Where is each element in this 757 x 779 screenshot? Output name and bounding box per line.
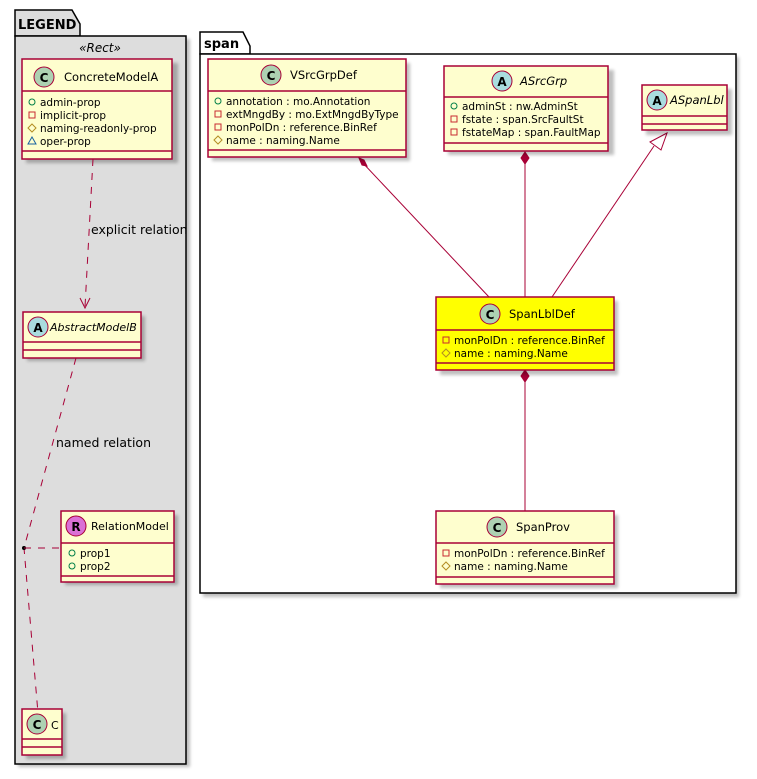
class-asrc-grp[interactable]: A ASrcGrp adminSt : nw.AdminSt fstate : …	[443, 65, 614, 155]
legend-package-tab	[14, 9, 81, 37]
span-package-tab	[199, 31, 251, 55]
svg-text:A: A	[497, 75, 507, 89]
class-concrete-model-a[interactable]: C ConcreteModelA admin-prop implicit-pro…	[21, 58, 178, 163]
attribute: naming-readonly-prop	[40, 123, 157, 135]
class-name: ConcreteModelA	[64, 70, 158, 84]
attribute: name : naming.Name	[226, 135, 340, 147]
attribute: fstate : span.SrcFaultSt	[462, 114, 584, 126]
class-aspan-lbl[interactable]: A ASpanLbl	[641, 84, 732, 135]
legend-package-name: LEGEND	[18, 18, 77, 33]
class-c-icon: C	[33, 66, 55, 88]
span-package-name: span	[204, 37, 239, 52]
svg-text:C: C	[486, 308, 495, 322]
attribute: admin-prop	[40, 97, 101, 109]
legend-stereotype: «Rect»	[79, 41, 121, 55]
attribute: prop1	[80, 548, 111, 560]
class-name: C	[51, 719, 59, 732]
svg-text:C: C	[493, 521, 502, 535]
class-vsrc-grp-def[interactable]: C VSrcGrpDef annotation : mo.Annotation …	[207, 58, 410, 161]
svg-text:A: A	[33, 321, 43, 335]
class-r-icon: R	[65, 515, 87, 537]
attribute: oper-prop	[40, 136, 91, 148]
svg-text:R: R	[71, 520, 80, 534]
attribute: prop2	[80, 561, 111, 573]
class-a-icon: A	[27, 316, 49, 338]
attribute: extMngdBy : mo.ExtMngdByType	[226, 109, 399, 121]
class-a-icon: A	[646, 89, 668, 111]
class-c-icon: C	[26, 713, 48, 735]
attribute: adminSt : nw.AdminSt	[462, 101, 578, 113]
class-abstract-model-b[interactable]: A AbstractModelB	[22, 311, 145, 361]
explicit-relation-label: explicit relation	[91, 222, 188, 237]
class-name: RelationModel	[91, 520, 169, 533]
explicit-relation[interactable]: explicit relation	[79, 158, 188, 310]
svg-text:C: C	[40, 71, 49, 85]
generalization-spanlbldef-aspanlbl[interactable]	[551, 131, 668, 298]
class-c-icon: C	[486, 516, 508, 538]
attribute: annotation : mo.Annotation	[226, 96, 370, 108]
class-name: AbstractModelB	[49, 321, 137, 334]
class-span-lbl-def[interactable]: C SpanLblDef monPolDn : reference.BinRef…	[435, 296, 618, 375]
attribute: implicit-prop	[40, 110, 106, 122]
class-relation-model[interactable]: R RelationModel prop1 prop2	[60, 510, 178, 585]
attribute: fstateMap : span.FaultMap	[462, 127, 601, 139]
class-c[interactable]: C C	[21, 708, 66, 759]
svg-text:C: C	[33, 718, 42, 732]
attribute: name : naming.Name	[454, 348, 568, 360]
attribute: monPolDn : reference.BinRef	[454, 335, 605, 347]
attribute: monPolDn : reference.BinRef	[226, 122, 377, 134]
attribute: monPolDn : reference.BinRef	[454, 548, 605, 560]
svg-text:C: C	[267, 69, 276, 83]
class-name: SpanLblDef	[509, 307, 576, 321]
class-name: ASrcGrp	[519, 74, 567, 88]
class-name: VSrcGrpDef	[290, 68, 358, 82]
attribute-list: admin-prop implicit-prop naming-readonly…	[27, 97, 157, 148]
attribute: name : naming.Name	[454, 561, 568, 573]
svg-text:A: A	[652, 94, 662, 108]
class-span-prov[interactable]: C SpanProv monPolDn : reference.BinRef n…	[435, 510, 618, 588]
class-name: SpanProv	[516, 520, 570, 534]
generalization-triangle-icon	[649, 131, 668, 151]
class-name: ASpanLbl	[669, 93, 725, 107]
class-c-icon: C	[260, 64, 282, 86]
class-c-icon: C	[479, 303, 501, 325]
named-relation-label: named relation	[56, 435, 151, 450]
class-a-icon: A	[491, 70, 513, 92]
